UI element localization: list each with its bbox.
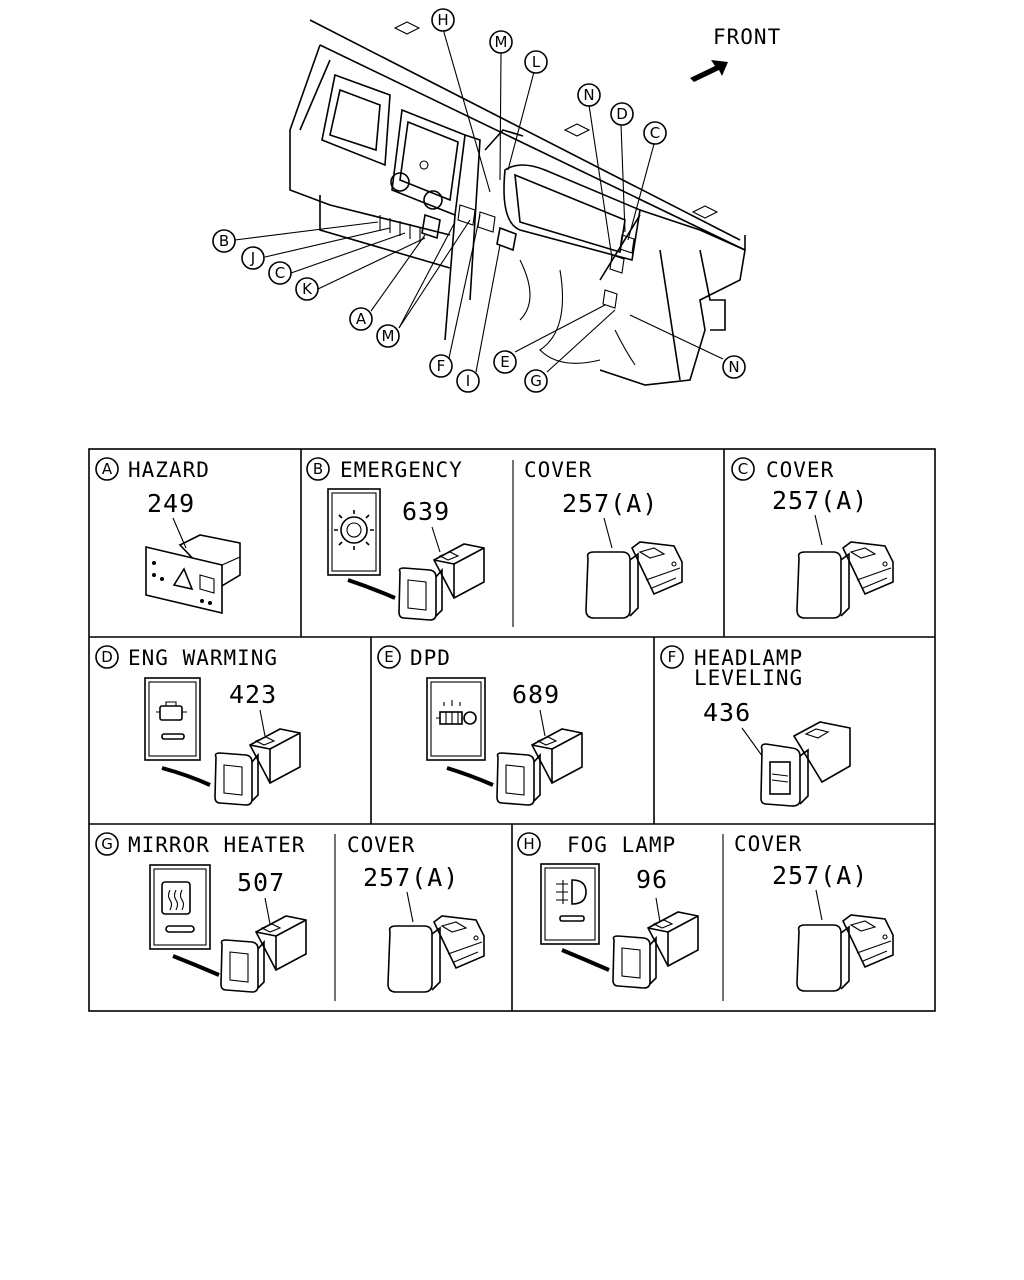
svg-text:M: M — [495, 33, 508, 51]
panel-a-part-number: 249 — [147, 489, 195, 518]
dashboard-overview: FRONT H M L N D C B — [212, 8, 781, 393]
panel-h-cover-part-number: 257(A) — [772, 861, 868, 890]
panel-f-letter: F — [668, 648, 677, 666]
panel-b-title: EMERGENCY — [340, 458, 463, 482]
panel-h-part-number: 96 — [636, 865, 668, 894]
fog-lamp-icon — [556, 879, 587, 922]
panel-d-eng-warming: D ENG WARMING 423 — [95, 645, 301, 806]
svg-text:K: K — [302, 280, 313, 298]
callout-H: H — [431, 8, 455, 32]
svg-text:J: J — [250, 249, 255, 267]
callout-C: C — [643, 121, 667, 145]
panel-b-emergency: B EMERGENCY 639 — [306, 457, 485, 621]
panel-b-cover-part-number: 257(A) — [562, 489, 658, 518]
panel-d-title: ENG WARMING — [128, 646, 278, 670]
panel-e-title: DPD — [410, 646, 451, 670]
panel-b-letter: B — [313, 460, 323, 478]
svg-text:M: M — [382, 327, 395, 345]
svg-text:C: C — [275, 264, 285, 282]
panel-b-part-number: 639 — [402, 497, 450, 526]
panel-e-letter: E — [384, 648, 393, 666]
callout-G: G — [524, 369, 548, 393]
headlamp-leveling-switch-drawing — [760, 721, 851, 807]
callout-I: I — [456, 369, 480, 393]
panel-b-cover-title: COVER — [524, 458, 592, 482]
svg-text:G: G — [530, 372, 542, 390]
panel-a-title: HAZARD — [128, 458, 210, 482]
panel-h-title: FOG LAMP — [567, 833, 676, 857]
front-label: FRONT — [713, 25, 781, 49]
mirror-heater-icon — [161, 881, 195, 933]
panel-e-part-number: 689 — [512, 680, 560, 709]
svg-text:H: H — [437, 11, 448, 29]
callout-D: D — [610, 102, 634, 126]
engine-icon — [156, 701, 187, 740]
hazard-switch-drawing — [145, 534, 241, 615]
panel-h-cover-title: COVER — [734, 832, 802, 856]
svg-text:C: C — [650, 124, 660, 142]
panel-c-part-number: 257(A) — [772, 486, 868, 515]
hazard-triangle-icon — [172, 567, 194, 591]
callout-K: K — [295, 277, 319, 301]
panel-h-fog-lamp: H FOG LAMP 96 — [517, 832, 699, 989]
panel-g-letter: G — [101, 835, 113, 853]
svg-text:E: E — [500, 353, 509, 371]
svg-text:N: N — [583, 86, 594, 104]
svg-text:L: L — [532, 53, 541, 71]
callout-L: L — [524, 50, 548, 74]
svg-text:F: F — [437, 357, 446, 375]
svg-text:I: I — [466, 372, 470, 390]
panel-g-title: MIRROR HEATER — [128, 833, 305, 857]
panel-b-cover: COVER 257(A) — [524, 458, 683, 619]
svg-text:B: B — [219, 232, 229, 250]
callout-A: A — [349, 307, 373, 331]
panel-f-title-line2: LEVELING — [694, 666, 803, 690]
panel-f-part-number: 436 — [703, 698, 751, 727]
callout-M2: M — [376, 324, 400, 348]
panel-d-part-number: 423 — [229, 680, 277, 709]
svg-text:D: D — [616, 105, 628, 123]
callout-N: N — [577, 83, 601, 107]
parts-table-grid — [88, 448, 936, 1012]
front-arrow-icon — [690, 60, 728, 82]
panel-f-title-line1: HEADLAMP — [694, 646, 803, 670]
panel-e-dpd: E DPD 689 — [377, 645, 583, 806]
callout-M: M — [489, 30, 513, 54]
panel-f-headlamp-leveling: F HEADLAMP LEVELING 436 — [660, 645, 851, 807]
svg-text:N: N — [728, 358, 739, 376]
panel-h-letter: H — [523, 835, 534, 853]
callout-E: E — [493, 350, 517, 374]
panel-c-letter: C — [738, 460, 748, 478]
panel-c-title: COVER — [766, 458, 834, 482]
callout-leaders — [234, 28, 724, 373]
callout-N2: N — [722, 355, 746, 379]
panel-g-cover-title: COVER — [347, 833, 415, 857]
callout-J: J — [241, 246, 265, 270]
callout-B: B — [212, 229, 236, 253]
callout-C2: C — [268, 261, 292, 285]
panel-h-cover: COVER 257(A) — [734, 832, 894, 992]
panel-g-part-number: 507 — [237, 868, 285, 897]
svg-text:A: A — [356, 310, 367, 328]
panel-a-hazard: A HAZARD 249 — [95, 457, 241, 615]
dpd-filter-icon — [436, 700, 477, 725]
panel-g-mirror-heater: G MIRROR HEATER 507 — [95, 832, 307, 993]
panel-d-letter: D — [101, 648, 113, 666]
panel-g-cover: COVER 257(A) — [347, 833, 485, 993]
panel-c-cover: C COVER 257(A) — [731, 457, 894, 619]
panel-a-letter: A — [102, 460, 113, 478]
panel-g-cover-part-number: 257(A) — [363, 863, 459, 892]
callout-F: F — [429, 354, 453, 378]
emergency-gear-icon — [334, 510, 374, 550]
